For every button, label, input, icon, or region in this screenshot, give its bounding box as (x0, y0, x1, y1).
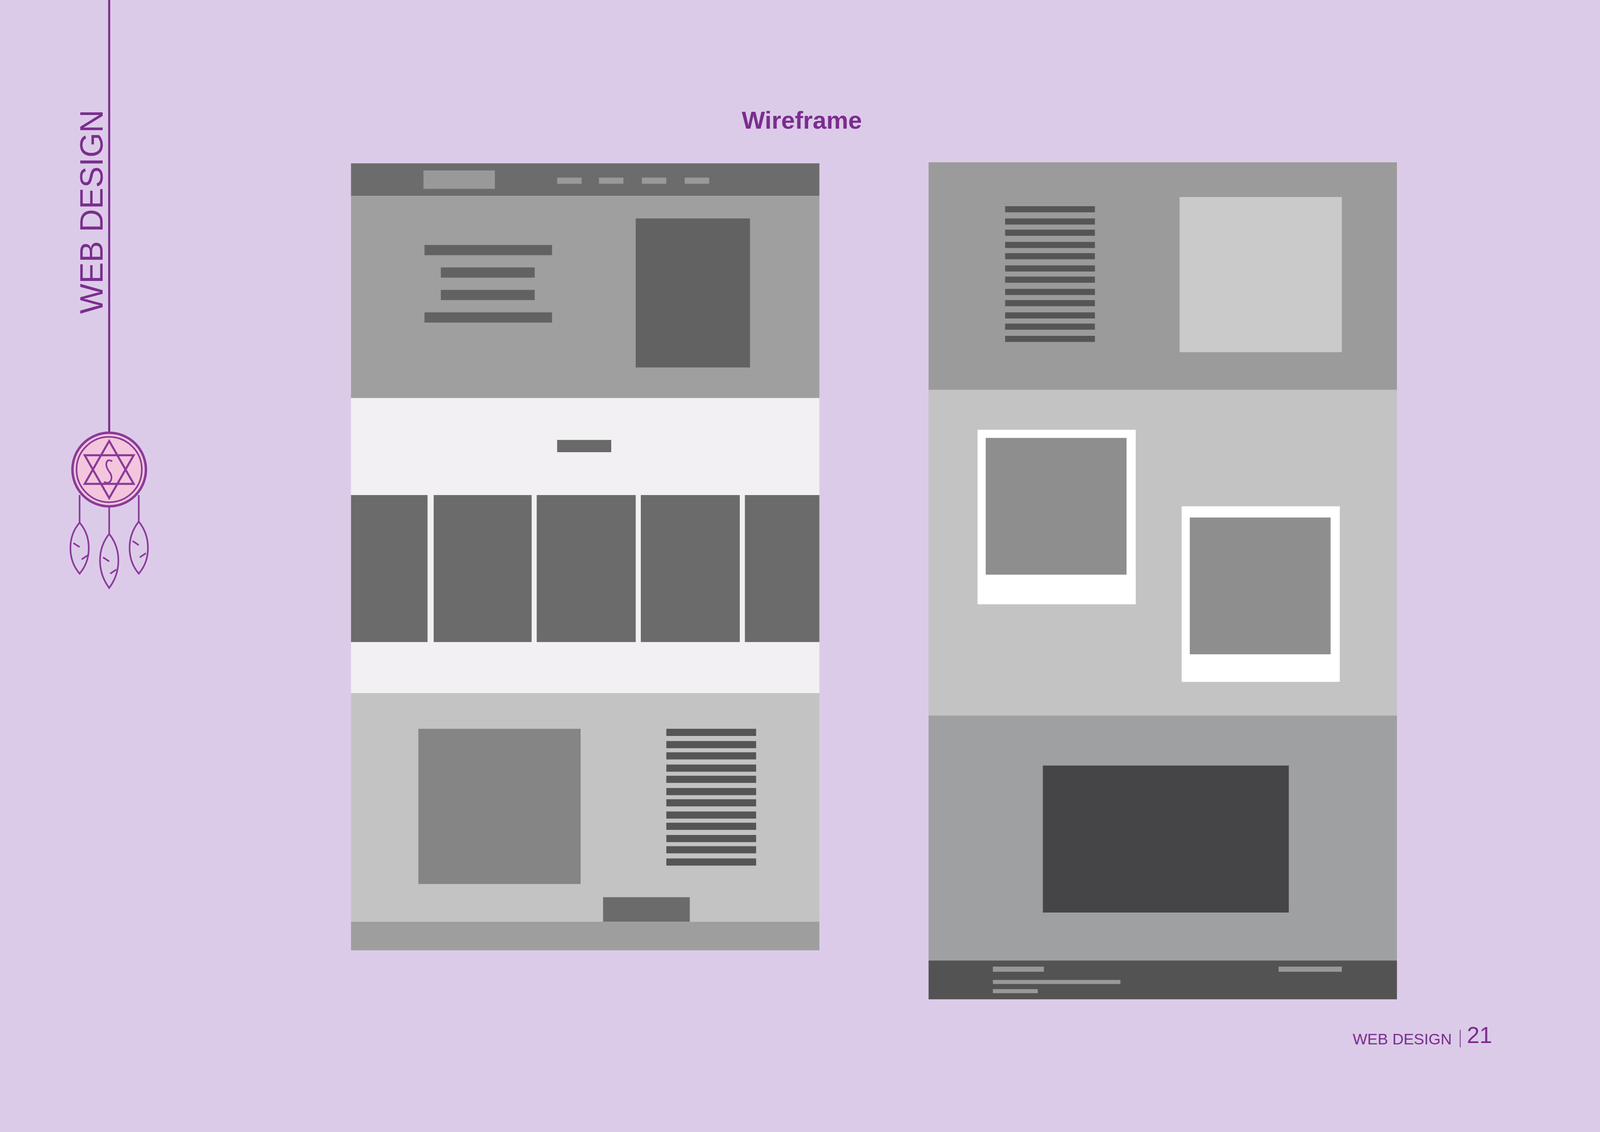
side-section-title: WEB DESIGN (75, 109, 108, 314)
footer-section-name: WEB DESIGN (1352, 1030, 1452, 1047)
footer-separator (1459, 1029, 1461, 1047)
slide-title: Wireframe (741, 107, 863, 133)
page-number: 21 (1466, 1023, 1493, 1047)
left-wireframe (351, 163, 820, 951)
dreamcatcher-logo (70, 0, 148, 588)
right-wireframe (928, 162, 1398, 999)
